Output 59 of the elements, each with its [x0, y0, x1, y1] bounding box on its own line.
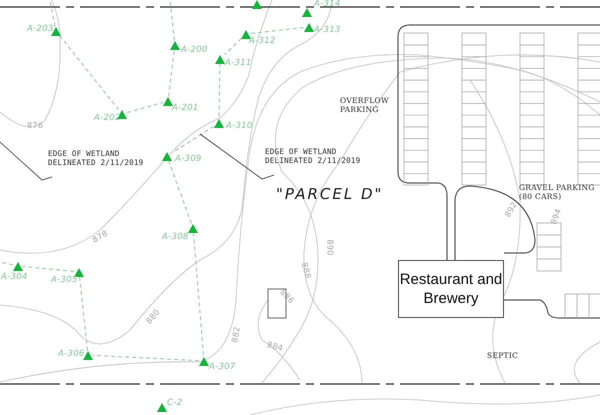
wetland-flag-icon — [162, 152, 172, 160]
wetland-flag-icon — [241, 30, 251, 38]
wetland-boundary-line — [168, 49, 175, 97]
wetland-boundary-line — [126, 102, 164, 114]
flag-label: A-308 — [162, 233, 189, 242]
contour-elevation-label: 890 — [326, 240, 335, 256]
flag-label: A-314 — [314, 0, 341, 8]
wetland-boundary-line — [168, 160, 192, 224]
wetland-flag-icon — [214, 118, 224, 128]
flag-label: A-312 — [249, 37, 276, 46]
wetland-boundary-line — [170, 0, 175, 41]
contour-elevation-label: 884 — [266, 340, 284, 354]
wetland-boundary-line — [79, 276, 88, 351]
flag-label: A-306 — [58, 350, 85, 358]
contour-elevation-label: 888 — [300, 262, 313, 280]
flag-label: A-309 — [175, 155, 202, 164]
wetland-flag-icon — [199, 356, 209, 366]
wetland-boundary-line — [50, 0, 56, 27]
wetland-flag-icon — [304, 22, 314, 32]
contour-elevation-label: 882 — [230, 326, 242, 344]
wetland-flag-icon — [188, 224, 198, 232]
flag-label: A-201 — [172, 104, 199, 112]
wetland-flag-icon — [302, 8, 312, 16]
flag-label: A-200 — [181, 46, 208, 54]
wetland-boundary-line — [218, 63, 220, 119]
wetland-flag-icon — [163, 96, 173, 106]
flag-label: A-307 — [209, 363, 236, 372]
flag-label: A-310 — [226, 122, 253, 130]
wetland-boundary-line — [192, 232, 204, 357]
flag-label: A-311 — [225, 59, 252, 68]
flag-label: A-305 — [51, 276, 78, 284]
wetland-flag-icon — [170, 40, 180, 50]
wetland-boundary-line — [224, 38, 242, 55]
wetland-boundary-line — [22, 266, 74, 272]
wetland-boundary-line — [250, 27, 304, 34]
wetland-flag-icon — [157, 402, 167, 412]
wetland-boundary-line — [59, 35, 119, 110]
wetland-flag-icon — [215, 54, 225, 64]
wetland-boundary-line — [92, 354, 200, 362]
flag-label: A-202 — [94, 114, 121, 122]
wetland-flag-icon — [13, 262, 23, 270]
wetland-boundary-line — [172, 126, 214, 154]
contour-elevation-label: 894 — [549, 207, 564, 226]
contour-elevation-label: 886 — [278, 288, 296, 306]
wetland-flag-icon — [74, 268, 84, 276]
flag-label: A-313 — [314, 26, 341, 34]
flag-label: C-2 — [167, 399, 182, 408]
flag-label: A-304 — [1, 273, 28, 282]
flag-label: A-203 — [27, 25, 54, 34]
wetland-flag-icon — [51, 26, 61, 36]
building-box: Restaurant and Brewery — [398, 260, 504, 318]
contour-elevation-label: 876 — [27, 121, 44, 130]
wetland-boundary-line — [0, 262, 14, 266]
wetland-flag-icon — [83, 350, 93, 360]
leader-line — [0, 142, 53, 180]
wetland-flag-icon — [252, 0, 262, 8]
contour-elevation-label: 878 — [90, 228, 110, 245]
parcel-label: "PARCEL D" — [276, 186, 384, 204]
leader-line — [200, 134, 275, 180]
